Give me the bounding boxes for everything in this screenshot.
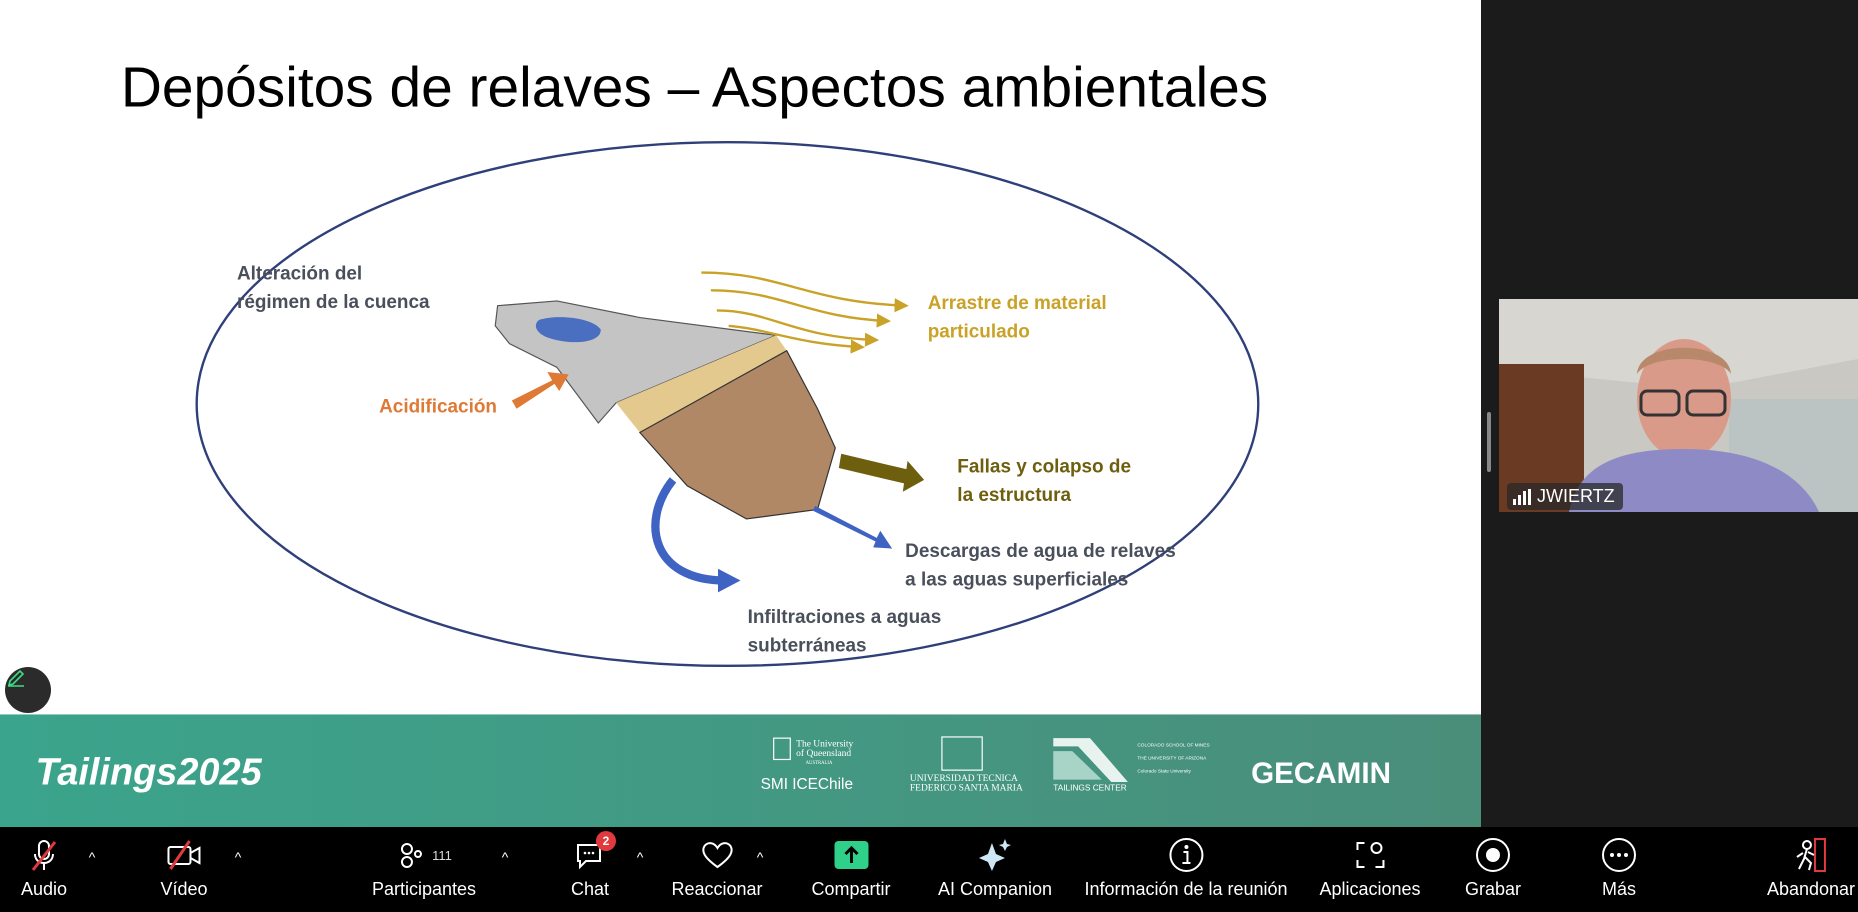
svg-text:THE UNIVERSITY OF ARIZONA: THE UNIVERSITY OF ARIZONA (1137, 755, 1207, 761)
uq-logo: The University of Queensland AUSTRALIA (773, 737, 854, 766)
infiltration-arrowhead (717, 568, 741, 593)
record-button[interactable]: Grabar (1465, 833, 1521, 900)
video-muted-icon (166, 840, 200, 870)
leave-label: Abandonar (1766, 879, 1856, 899)
participants-options-caret[interactable]: ^ (501, 849, 509, 865)
svg-text:TAILINGS CENTER: TAILINGS CENTER (1053, 782, 1126, 792)
video-label: Vídeo (160, 879, 208, 899)
svg-text:of Queensland: of Queensland (796, 748, 851, 759)
smi-logo: SMI ICEChile (761, 776, 853, 793)
discharge-arrow (812, 505, 893, 549)
participants-icon (401, 843, 423, 868)
meeting-toolbar: Audio ^ Vídeo ^ 111 Participantes ^ 2 Ch… (0, 827, 1858, 912)
record-label: Grabar (1464, 879, 1522, 899)
meeting-info-button[interactable]: Información de la reunión (1084, 833, 1288, 900)
video-button[interactable]: Vídeo (160, 833, 208, 900)
react-button[interactable]: Reaccionar (671, 833, 763, 900)
slide-footer (0, 714, 1481, 827)
info-icon (1169, 838, 1203, 872)
ai-sparkle-icon (978, 839, 1011, 871)
utfsm-logo: UNIVERSIDAD TECNICA FEDERICO SANTA MARIA (910, 736, 1023, 793)
apps-label: Aplicaciones (1319, 879, 1421, 899)
dam-body (638, 349, 836, 520)
chat-label: Chat (570, 879, 610, 899)
leave-button[interactable]: Abandonar (1767, 833, 1855, 900)
slide-canvas: Depósitos de relaves – Aspectos ambienta… (0, 57, 1481, 827)
infiltration-arrow (651, 477, 726, 585)
share-button[interactable]: Compartir (811, 833, 891, 900)
more-button[interactable]: Más (1601, 833, 1637, 900)
label-descargas-2: a las aguas superficiales (905, 569, 1128, 590)
participant-name: JWIERTZ (1537, 486, 1615, 506)
leave-icon (1796, 838, 1826, 872)
svg-text:COLORADO SCHOOL OF MINES: COLORADO SCHOOL OF MINES (1137, 742, 1209, 748)
video-feed (1499, 299, 1858, 512)
share-label: Compartir (811, 879, 891, 899)
apps-button[interactable]: Aplicaciones (1319, 833, 1421, 900)
label-arrastre-1: Arrastre de material (928, 293, 1107, 314)
more-label: Más (1601, 879, 1636, 899)
label-infiltraciones-1: Infiltraciones a aguas (748, 607, 942, 628)
audio-options-caret[interactable]: ^ (88, 849, 96, 865)
partner-logos: COLORADO SCHOOL OF MINES THE UNIVERSITY … (1137, 742, 1209, 774)
record-icon (1476, 838, 1510, 872)
tailings-center-logo: TAILINGS CENTER (1053, 738, 1128, 792)
svg-text:The University: The University (796, 739, 853, 749)
particulate-arrows (701, 271, 909, 354)
chat-button[interactable]: 2 Chat (570, 831, 616, 900)
annotate-button[interactable] (5, 667, 51, 713)
label-alteracion-2: régimen de la cuenca (237, 292, 430, 313)
ai-companion-button[interactable]: AI Companion (938, 833, 1052, 900)
svg-text:FEDERICO SANTA MARIA: FEDERICO SANTA MARIA (910, 783, 1023, 793)
pond-shape (535, 317, 601, 343)
pencil-icon (7, 669, 25, 687)
share-screen-icon (833, 841, 868, 869)
microphone-muted-icon (31, 840, 57, 871)
svg-text:UNIVERSIDAD TECNICA: UNIVERSIDAD TECNICA (910, 774, 1018, 784)
label-descargas-1: Descargas de agua de relaves (905, 541, 1176, 562)
participants-label: Participantes (371, 879, 477, 899)
audio-label: Audio (20, 879, 68, 899)
participant-video-tile[interactable]: JWIERTZ (1499, 299, 1858, 512)
react-label: Reaccionar (671, 879, 763, 899)
acid-arrow (511, 372, 569, 409)
label-fallas-2: la estructura (957, 485, 1071, 506)
label-infiltraciones-2: subterráneas (748, 636, 867, 657)
scope-ellipse (195, 140, 1260, 668)
video-options-caret[interactable]: ^ (234, 849, 242, 865)
svg-text:Colorado State University: Colorado State University (1137, 768, 1191, 774)
participants-count: 111 (432, 847, 452, 863)
failure-arrow (838, 453, 925, 492)
apps-icon (1356, 842, 1384, 868)
audio-button[interactable]: Audio (21, 833, 67, 900)
panel-resize-handle[interactable] (1487, 412, 1491, 472)
ai-companion-label: AI Companion (937, 879, 1053, 899)
participants-button[interactable]: 111 Participantes (372, 833, 476, 900)
gecamin-logo: GECAMIN (1251, 757, 1391, 790)
signal-strength-icon (1513, 488, 1531, 505)
shared-slide: Depósitos de relaves – Aspectos ambienta… (0, 0, 1481, 827)
label-arrastre-2: particulado (928, 322, 1030, 343)
label-fallas-1: Fallas y colapso de (957, 457, 1131, 478)
label-alteracion-1: Alteración del (237, 264, 362, 285)
heart-icon (701, 842, 733, 869)
svg-text:AUSTRALIA: AUSTRALIA (806, 761, 833, 766)
meeting-info-label: Información de la reunión (1084, 879, 1288, 899)
brand-logo: Tailings2025 (36, 751, 263, 793)
dam-crest (616, 335, 787, 433)
slide-title: Depósitos de relaves – Aspectos ambienta… (121, 57, 1268, 120)
chat-unread-badge: 2 (596, 831, 616, 851)
label-acidificacion: Acidificación (379, 396, 497, 417)
chat-options-caret[interactable]: ^ (636, 849, 644, 865)
participant-name-tag: JWIERTZ (1507, 483, 1623, 510)
meeting-stage: Depósitos de relaves – Aspectos ambienta… (0, 0, 1858, 827)
more-icon (1602, 838, 1636, 872)
react-options-caret[interactable]: ^ (756, 849, 764, 865)
